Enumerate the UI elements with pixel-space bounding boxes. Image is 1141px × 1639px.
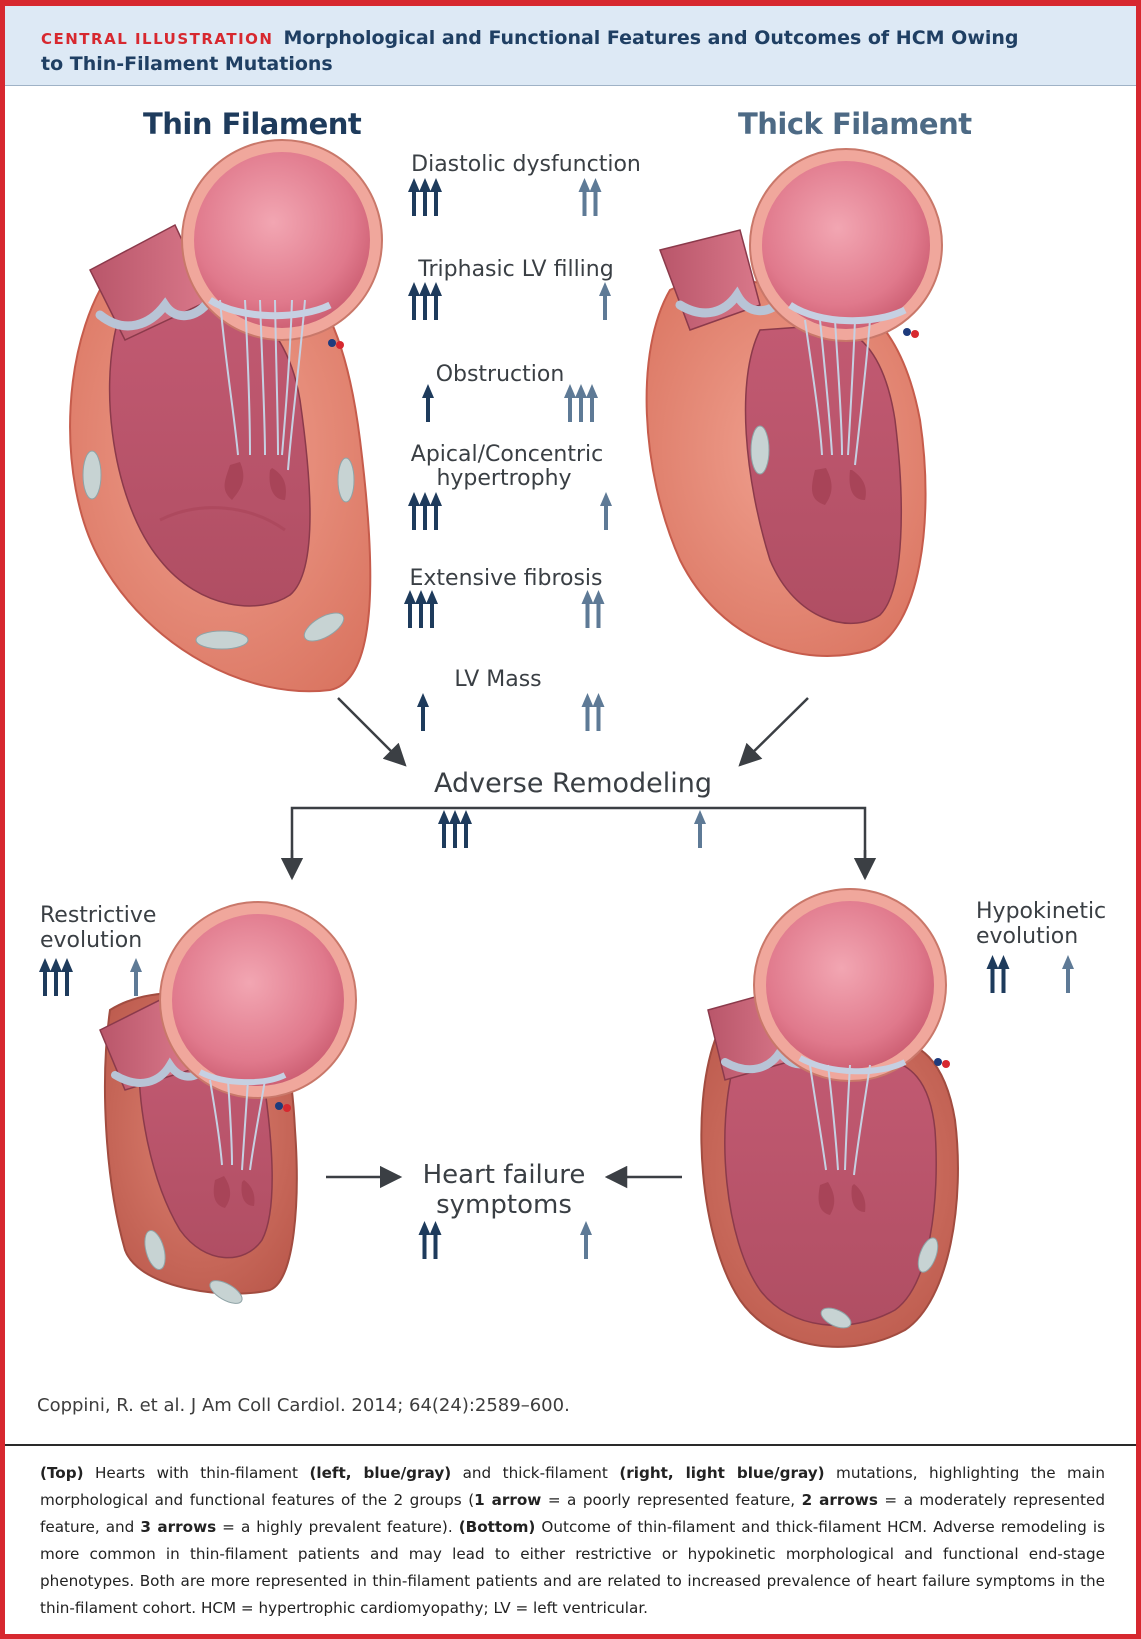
thin-arrows-0-arrow xyxy=(430,178,442,216)
feature-label-apical-line2: hypertrophy xyxy=(436,466,571,491)
figure-caption: (Top) Hearts with thin-filament (left, b… xyxy=(40,1460,1105,1622)
hf-thin-arrows-arrow xyxy=(419,1221,431,1259)
caption-three-arrows: 3 arrows xyxy=(140,1518,216,1536)
citation: Coppini, R. et al. J Am Coll Cardiol. 20… xyxy=(37,1395,570,1416)
hf-thick-arrows xyxy=(580,1221,592,1259)
hf-thick-arrows-arrow xyxy=(580,1221,592,1259)
thick-arrows-0-arrow xyxy=(579,178,591,216)
thick-arrows-1 xyxy=(599,282,611,320)
hypokinetic-thin-arrows-arrow xyxy=(987,955,999,993)
hypokinetic-label-line1: Hypokinetic xyxy=(976,899,1106,924)
caption-text: = a highly prevalent feature). xyxy=(216,1518,459,1536)
caption-left-note: (left, blue/gray) xyxy=(309,1464,451,1482)
thin-arrows-3 xyxy=(408,492,442,530)
thin-arrows-3-arrow xyxy=(419,492,431,530)
feature-label-triphasic: Triphasic LV filling xyxy=(417,257,613,282)
thin-arrows-4-arrow xyxy=(415,590,427,628)
feature-label-diastolic: Diastolic dysfunction xyxy=(411,152,641,177)
remodeling-thick-arrows xyxy=(694,810,706,848)
hypokinetic-thin-arrows xyxy=(987,955,1010,993)
restrictive-label-line1: Restrictive xyxy=(40,903,156,928)
thick-arrows-5-arrow xyxy=(582,693,594,731)
thin-arrows-5-arrow xyxy=(417,693,429,731)
thick-arrows-5 xyxy=(582,693,605,731)
thin-arrows-2-arrow xyxy=(422,384,434,422)
flow-arrow-thin-to-remodeling xyxy=(338,698,405,765)
caption-text: and thick-filament xyxy=(451,1464,619,1482)
hypokinetic-thick-arrows-arrow xyxy=(1062,955,1074,993)
thin-arrows-4-arrow xyxy=(426,590,438,628)
restrictive-thin-arrows-arrow xyxy=(39,958,51,996)
caption-divider xyxy=(5,1444,1136,1446)
thin-arrows-0 xyxy=(408,178,442,216)
thick-arrows-4-arrow xyxy=(593,590,605,628)
feature-label-lv-mass: LV Mass xyxy=(454,667,541,692)
thick-filament-heart-illustration xyxy=(647,149,942,656)
remodeling-thin-arrows-arrow xyxy=(460,810,472,848)
thick-arrows-4-arrow xyxy=(582,590,594,628)
feature-label-fibrosis: Extensive fibrosis xyxy=(409,566,602,591)
thin-arrows-1-arrow xyxy=(430,282,442,320)
thin-arrows-3-arrow xyxy=(430,492,442,530)
feature-label-obstruction: Obstruction xyxy=(436,362,565,387)
thin-arrows-4-arrow xyxy=(404,590,416,628)
restrictive-thick-arrows-arrow xyxy=(130,958,142,996)
hypokinetic-thin-arrows-arrow xyxy=(998,955,1010,993)
feature-labels: Diastolic dysfunction Triphasic LV filli… xyxy=(409,152,640,692)
remodeling-thin-arrows-arrow xyxy=(438,810,450,848)
caption-top-label: (Top) xyxy=(40,1464,84,1482)
restrictive-thin-arrows-arrow xyxy=(61,958,73,996)
flow-arrow-thick-to-remodeling xyxy=(740,698,808,765)
thin-arrows-3-arrow xyxy=(408,492,420,530)
caption-text: Hearts with thin-filament xyxy=(84,1464,310,1482)
restrictive-thin-arrows xyxy=(39,958,73,996)
thin-arrows-5 xyxy=(417,693,429,731)
thin-arrows-0-arrow xyxy=(419,178,431,216)
thin-arrows-0-arrow xyxy=(408,178,420,216)
flow-bracket xyxy=(292,808,865,873)
thick-arrows-2 xyxy=(564,384,598,422)
feature-label-apical-line1: Apical/Concentric xyxy=(411,442,603,467)
thin-arrows-4 xyxy=(404,590,438,628)
thin-arrows-1 xyxy=(408,282,442,320)
restrictive-thin-arrows-arrow xyxy=(50,958,62,996)
caption-bottom-label: (Bottom) xyxy=(459,1518,536,1536)
adverse-remodeling-label: Adverse Remodeling xyxy=(434,768,712,799)
thick-arrows-1-arrow xyxy=(599,282,611,320)
thick-arrows-2-arrow xyxy=(564,384,576,422)
thick-arrows-5-arrow xyxy=(593,693,605,731)
thin-arrows-1-arrow xyxy=(419,282,431,320)
hf-thin-arrows xyxy=(419,1221,442,1259)
restrictive-heart-illustration xyxy=(100,902,356,1308)
heart-failure-label-line2: symptoms xyxy=(436,1190,572,1220)
restrictive-label-line2: evolution xyxy=(40,928,142,953)
thick-arrows-0-arrow xyxy=(590,178,602,216)
thin-arrows-2 xyxy=(422,384,434,422)
hf-thin-arrows-arrow xyxy=(430,1221,442,1259)
thick-arrows-3-arrow xyxy=(600,492,612,530)
thick-arrows-3 xyxy=(600,492,612,530)
remodeling-thin-arrows-arrow xyxy=(449,810,461,848)
hypokinetic-heart-illustration xyxy=(701,889,958,1347)
hypokinetic-thick-arrows xyxy=(1062,955,1074,993)
thick-arrows-2-arrow xyxy=(586,384,598,422)
restrictive-thick-arrows xyxy=(130,958,142,996)
heart-failure-label-line1: Heart failure xyxy=(423,1160,586,1190)
thick-arrows-0 xyxy=(579,178,602,216)
thin-arrows-1-arrow xyxy=(408,282,420,320)
remodeling-thick-arrows-arrow xyxy=(694,810,706,848)
thick-arrows-4 xyxy=(582,590,605,628)
thin-filament-heart-illustration xyxy=(70,140,382,691)
caption-two-arrows: 2 arrows xyxy=(802,1491,878,1509)
hypokinetic-label-line2: evolution xyxy=(976,924,1078,949)
caption-right-note: (right, light blue/gray) xyxy=(619,1464,824,1482)
thick-arrows-2-arrow xyxy=(575,384,587,422)
caption-text: = a poorly represented feature, xyxy=(541,1491,801,1509)
remodeling-thin-arrows xyxy=(438,810,472,848)
caption-one-arrow: 1 arrow xyxy=(474,1491,541,1509)
